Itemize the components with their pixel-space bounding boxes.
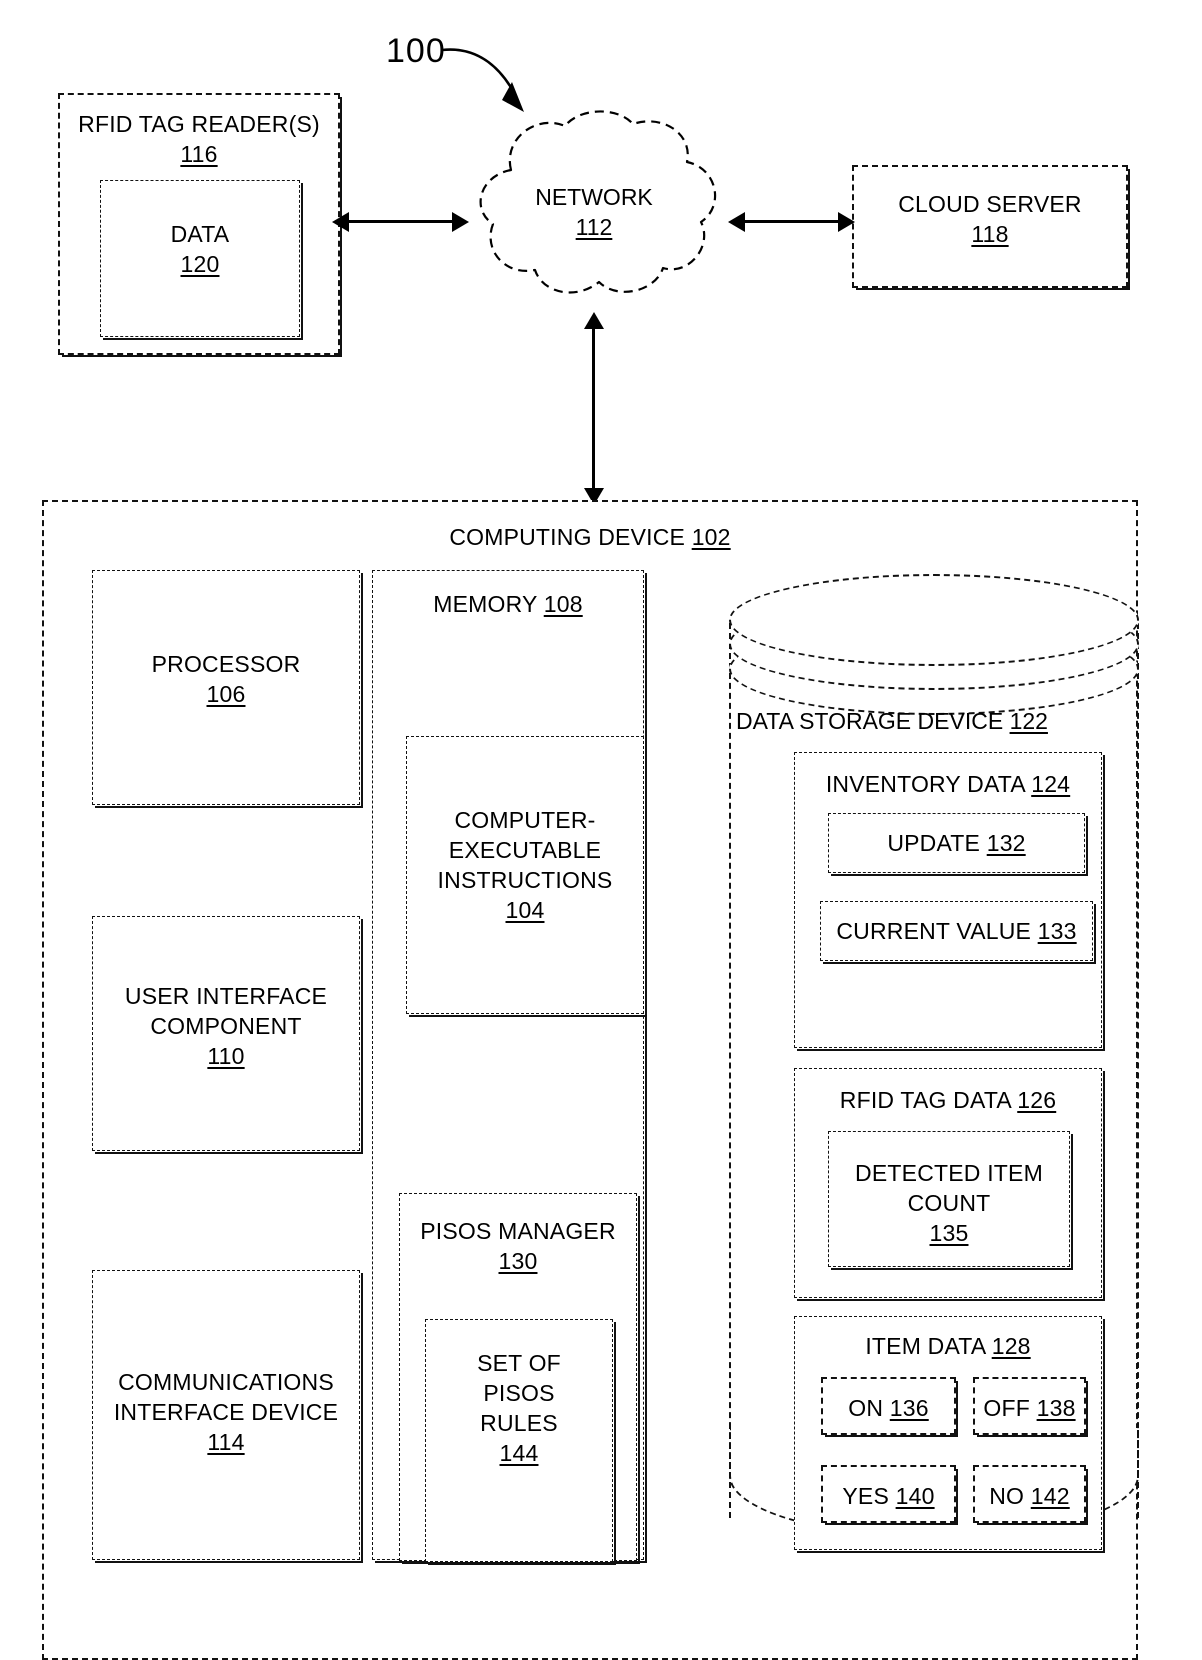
connector-network-cloudserver: [744, 220, 844, 223]
inventory-data-node: INVENTORY DATA 124 UPDATE 132 CURRENT VA…: [794, 752, 1105, 1051]
connector-reader-network: [348, 220, 460, 223]
figure-reference-number: 100: [386, 32, 446, 70]
cylinder-body-shape: [729, 623, 1139, 1518]
item-data-yes-node: YES 140: [821, 1465, 958, 1525]
current-value-node: CURRENT VALUE 133: [820, 901, 1096, 964]
memory-node: MEMORY 108 COMPUTER- EXECUTABLE INSTRUCT…: [372, 570, 647, 1565]
data-storage-device-label: DATA STORAGE DEVICE 122: [736, 708, 1048, 734]
rfid-tag-reader-label: RFID TAG READER(S)116: [78, 111, 320, 167]
item-data-no-label: NO 142: [989, 1483, 1070, 1509]
arrow-right-icon: [452, 212, 469, 232]
arrow-right-icon: [838, 212, 855, 232]
item-data-node: ITEM DATA 128 ON 136 OFF 138 YES 140 NO …: [794, 1316, 1105, 1553]
memory-label: MEMORY 108: [433, 591, 583, 617]
update-label: UPDATE 132: [887, 830, 1026, 856]
computing-device-label: COMPUTING DEVICE 102: [449, 524, 731, 550]
item-data-no-node: NO 142: [973, 1465, 1088, 1525]
item-data-yes-label: YES 140: [842, 1483, 935, 1509]
figure-lead-arrow-icon: [441, 48, 524, 112]
item-data-on-label: ON 136: [848, 1395, 929, 1421]
connector-network-computingdevice: [592, 326, 595, 500]
update-node: UPDATE 132: [828, 813, 1088, 876]
inventory-data-label: INVENTORY DATA 124: [825, 771, 1071, 797]
arrow-up-icon: [584, 312, 604, 329]
cylinder-disc-1-icon: [729, 574, 1139, 666]
arrow-left-icon: [332, 212, 349, 232]
item-data-off-node: OFF 138: [973, 1377, 1088, 1437]
item-data-off-label: OFF 138: [983, 1395, 1076, 1421]
rfid-tag-data-label: RFID TAG DATA 126: [839, 1087, 1057, 1113]
item-data-label: ITEM DATA 128: [865, 1333, 1031, 1359]
current-value-label: CURRENT VALUE 133: [836, 918, 1077, 944]
data-storage-device-node: DATA STORAGE DEVICE 122 INVENTORY DATA 1…: [687, 568, 1139, 1578]
cloud-shape-icon: [479, 110, 717, 294]
arrow-left-icon: [728, 212, 745, 232]
item-data-on-node: ON 136: [821, 1377, 958, 1437]
